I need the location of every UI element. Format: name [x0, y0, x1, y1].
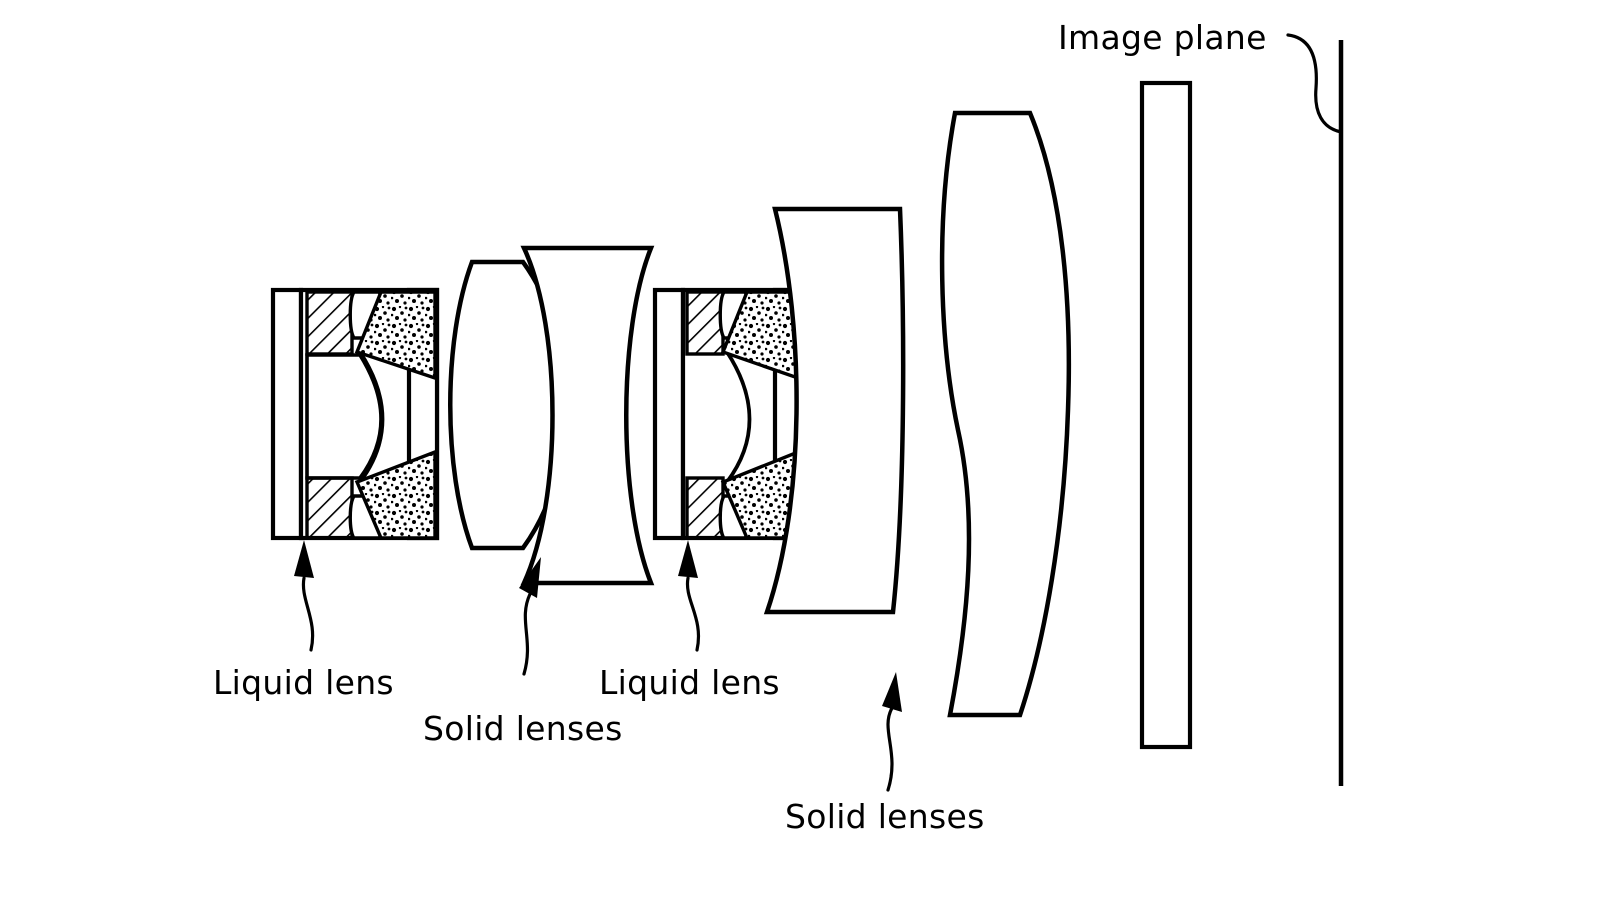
aspheric-lens-body [939, 110, 1072, 718]
solid-lens-meniscus [763, 206, 906, 615]
filter-plate-body [1139, 80, 1193, 750]
liquid-lens-assembly-1 [270, 287, 440, 541]
liquid-lens-2-lower-electrode [685, 476, 725, 540]
callout-image-plane: Image plane [1058, 18, 1267, 57]
liquid-lens-1-leader [301, 576, 315, 652]
callout-solid-lenses-1: Solid lenses [423, 557, 623, 748]
image-plane-leader [1286, 33, 1343, 134]
liquid-lens-2-leader [685, 576, 700, 652]
liquid-lens-1-interface-curve [358, 350, 385, 484]
liquid-lens-1-upper-insulator [354, 290, 437, 381]
callout-liquid-lens-2: Liquid lens [599, 540, 780, 702]
filter-plate [1139, 80, 1193, 750]
liquid-lens-1-left-window [270, 287, 304, 541]
liquid-lens-2-label: Liquid lens [599, 663, 780, 702]
biconcave-lens-body [520, 245, 655, 586]
solid-lens-biconcave [520, 245, 655, 586]
solid-lens-aspheric [939, 110, 1072, 718]
solid-lenses-2-leader [886, 706, 894, 792]
liquid-lens-2-arrowhead [678, 540, 698, 578]
liquid-lens-assembly-2 [652, 287, 804, 541]
liquid-lens-2-upper-electrode [685, 290, 725, 356]
liquid-lens-2-interface-curve [725, 350, 752, 484]
liquid-lens-2-left-window [652, 287, 686, 541]
meniscus-lens-body [763, 206, 906, 615]
liquid-lens-1-upper-electrode [305, 290, 354, 356]
image-plane-label: Image plane [1058, 18, 1267, 57]
solid-lenses-2-label: Solid lenses [785, 797, 985, 836]
liquid-lens-1-lower-insulator [354, 449, 437, 540]
callout-liquid-lens-1: Liquid lens [213, 540, 394, 702]
solid-lenses-1-label: Solid lenses [423, 709, 623, 748]
liquid-lens-1-lower-electrode [305, 476, 354, 540]
liquid-lens-1-arrowhead [294, 540, 314, 578]
callout-solid-lenses-2: Solid lenses [785, 672, 985, 836]
image-plane [1286, 33, 1344, 786]
solid-lenses-1-leader [522, 592, 532, 676]
liquid-lens-1-label: Liquid lens [213, 663, 394, 702]
solid-lenses-2-arrowhead [882, 672, 902, 712]
solid-lenses-1-arrowhead [519, 557, 541, 598]
